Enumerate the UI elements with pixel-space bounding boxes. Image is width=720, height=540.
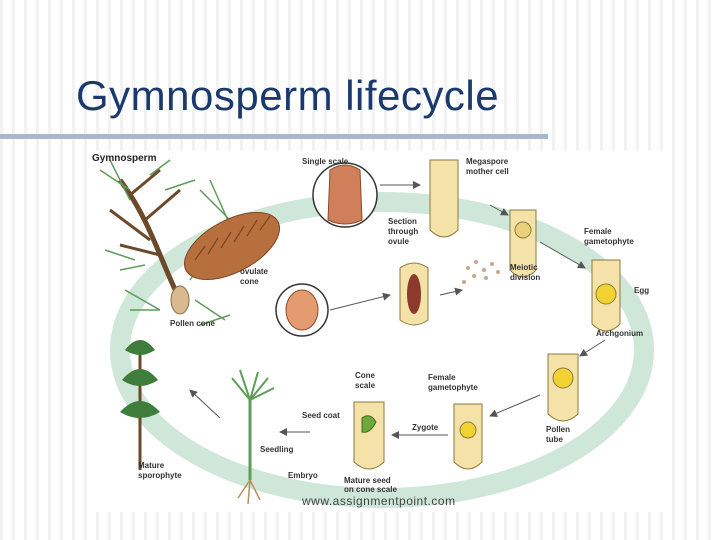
- slide-title: Gymnosperm lifecycle: [76, 72, 499, 120]
- label-mature-sporo-2: sporophyte: [138, 471, 182, 480]
- label-pollen-cone: Pollen cone: [170, 319, 215, 328]
- label-megaspore-2: mother cell: [466, 167, 509, 176]
- spore-dots: [462, 260, 500, 284]
- label-megaspore-1: Megaspore: [466, 157, 509, 166]
- title-underline: [0, 134, 548, 139]
- label-section-2: through: [388, 227, 418, 236]
- label-female-gam-2: gametophyte: [584, 237, 634, 246]
- lifecycle-diagram: Gymnosperm Single scale Megaspore mother…: [90, 150, 666, 512]
- label-meiotic-1: Meiotic: [510, 263, 538, 272]
- label-seedling: Seedling: [260, 445, 293, 454]
- label-cone-scale-1: Cone: [355, 371, 376, 380]
- label-section-1: Section: [388, 217, 417, 226]
- megaspore-ovule-illustration: [430, 160, 458, 237]
- diagram-heading: Gymnosperm: [92, 153, 157, 164]
- label-seed-coat: Seed coat: [302, 411, 340, 420]
- label-mature-seed-2: on cone scale: [344, 485, 397, 494]
- single-scale-illustration: [313, 163, 377, 227]
- label-section-3: ovule: [388, 237, 409, 246]
- label-mature-seed-1: Mature seed: [344, 476, 391, 485]
- egg-ovule-illustration: [592, 260, 620, 331]
- label-cone-scale-2: scale: [355, 381, 376, 390]
- label-pollen-tube-1: Pollen: [546, 425, 570, 434]
- label-ovulate-2: cone: [240, 277, 259, 286]
- pollen-cone-illustration: [171, 286, 189, 314]
- mature-seed-illustration: [354, 402, 384, 469]
- lifecycle-svg: Gymnosperm Single scale Megaspore mother…: [90, 150, 666, 512]
- meiotic-ovule-illustration: [400, 263, 428, 325]
- label-archegonium: Archgonium: [596, 329, 643, 338]
- label-zygote: Zygote: [412, 423, 439, 432]
- label-ovulate-1: ovulate: [240, 267, 269, 276]
- watermark-link: www.assignmentpoint.com: [302, 494, 456, 508]
- label-mature-sporo-1: Mature: [138, 461, 165, 470]
- label-female-gam-1: Female: [584, 227, 612, 236]
- label-pollen-tube-2: tube: [546, 435, 563, 444]
- label-female-gam2-1: Female: [428, 373, 456, 382]
- label-female-gam2-2: gametophyte: [428, 383, 478, 392]
- pollen-tube-ovule-illustration: [548, 354, 578, 421]
- pollen-scale-illustration: [276, 284, 328, 336]
- zygote-ovule-illustration: [454, 404, 482, 469]
- label-single-scale: Single scale: [302, 157, 349, 166]
- label-meiotic-2: division: [510, 273, 540, 282]
- label-egg: Egg: [634, 286, 649, 295]
- label-embryo: Embryo: [288, 471, 318, 480]
